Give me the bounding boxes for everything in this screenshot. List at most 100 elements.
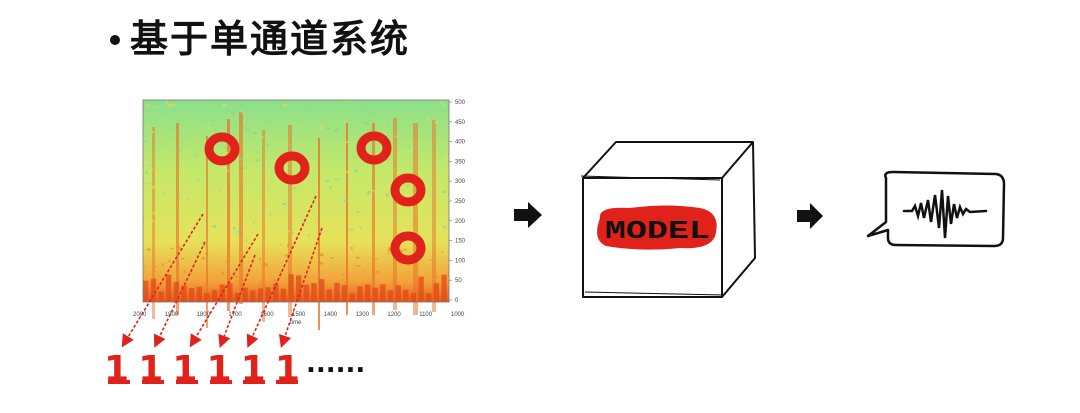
circle-marker-icon: [356, 131, 392, 165]
spectrogram-speckle: [177, 215, 181, 218]
spectrogram-speckle: [169, 160, 172, 163]
spectrogram-speckle: [239, 157, 243, 160]
spectrogram-speckle: [306, 110, 310, 112]
spectrogram-speckle: [321, 165, 325, 167]
cube-top-face: [582, 141, 754, 179]
spectrogram-energy-bar: [303, 284, 309, 302]
spectrogram-speckle: [367, 190, 371, 194]
spectrogram-speckle: [210, 189, 213, 191]
spectrogram-stripe: [393, 118, 397, 310]
spectrogram-speckle: [351, 135, 353, 137]
spectrogram-speckle: [379, 112, 381, 114]
spectrogram-speckle: [386, 193, 389, 197]
spectrogram-speckle: [225, 151, 229, 154]
spectrogram-speckle: [215, 275, 218, 278]
spectrogram-speckle: [443, 226, 447, 229]
spectrogram-speckle: [385, 285, 387, 287]
spectrogram-speckle: [325, 179, 329, 183]
spectrogram-speckle: [187, 198, 189, 200]
model-label-highlight: [597, 205, 717, 250]
spectrogram-speckle: [264, 201, 267, 203]
spectrogram-speckle: [358, 234, 360, 237]
x-tick-label: 2000: [133, 312, 147, 318]
y-tick-label: 450: [455, 120, 466, 126]
spectrogram-speckle: [407, 263, 410, 267]
label-arrow: [189, 233, 259, 348]
spectrogram-speckle: [320, 126, 324, 130]
spectrogram-speckle: [167, 104, 171, 107]
spectrogram-speckle: [143, 266, 146, 268]
spectrogram-speckle: [290, 191, 292, 194]
spectrogram-speckle: [374, 258, 378, 260]
spectrogram-speckle: [329, 185, 332, 189]
spectrogram-speckle: [260, 136, 264, 139]
spectrogram-energy-bar: [204, 293, 210, 302]
spectrogram-energy-bar: [265, 287, 271, 302]
spectrogram-speckle: [233, 227, 236, 230]
spectrogram-energy-bar: [349, 293, 355, 302]
spectrogram-speckle: [351, 218, 353, 221]
spectrogram-speckle: [279, 271, 282, 274]
y-tick-label: 0: [455, 298, 459, 304]
spectrogram-energy-bar: [196, 286, 202, 302]
circle-marker-icon: [390, 231, 426, 265]
spectrogram-speckle: [167, 128, 170, 131]
label-arrows: [121, 195, 323, 349]
spectrogram-speckle: [178, 246, 181, 250]
spectrogram-speckle: [394, 218, 398, 221]
spectrogram-speckle: [443, 185, 448, 188]
spectrogram-speckle: [413, 147, 416, 149]
x-tick-label: 1400: [324, 312, 338, 318]
spectrogram-speckle: [345, 170, 349, 173]
spectrogram-speckle: [184, 132, 186, 135]
circle-markers: [204, 131, 426, 265]
spectrogram-speckle: [319, 262, 324, 265]
spectrogram-speckle: [231, 289, 235, 291]
spectrogram-speckle: [164, 144, 167, 147]
spectrogram-speckle: [177, 193, 180, 196]
spectrogram-stripe: [318, 138, 320, 330]
spectrogram-speckle: [407, 133, 409, 136]
x-tick-label: 1300: [356, 312, 370, 318]
spectrogram-energy-bar: [441, 274, 447, 302]
spectrogram-speckle: [265, 144, 268, 146]
spectrogram-speckle: [427, 117, 431, 121]
spectrogram-speckle: [272, 239, 277, 241]
spectrogram-energy-bar: [188, 288, 195, 302]
spectrogram-speckle: [188, 158, 191, 160]
x-tick-label: 1800: [197, 312, 211, 318]
spectrogram-speckle: [178, 153, 183, 156]
spectrogram-speckle: [327, 127, 331, 130]
spectrogram-stripe: [239, 112, 243, 304]
spectrogram-speckle: [203, 286, 207, 289]
spectrogram-speckle: [158, 275, 161, 277]
spectrogram-energy-bar: [250, 290, 256, 302]
spectrogram-speckle: [363, 269, 365, 272]
spectrogram-speckle: [151, 212, 155, 215]
spectrogram-speckle: [439, 101, 441, 104]
spectrogram-stripe: [432, 120, 436, 312]
spectrogram-energy-bar: [150, 278, 157, 302]
spectrogram-speckle: [162, 170, 165, 173]
spectrogram-speckle: [255, 159, 260, 162]
spectrogram-speckle: [239, 282, 242, 284]
spectrogram-speckle: [153, 265, 158, 268]
spectrogram-speckle: [255, 151, 259, 153]
spectrogram-speckle: [162, 263, 164, 267]
spectrogram-speckle: [193, 137, 197, 139]
slide-title: 基于单通道系统: [130, 17, 411, 61]
spectrogram-speckle: [246, 128, 249, 132]
spectrogram-speckle: [316, 286, 320, 289]
spectrogram-speckle: [344, 100, 347, 103]
spectrogram-speckle: [185, 132, 187, 135]
spectrogram-speckle: [330, 257, 334, 259]
y-tick-label: 300: [455, 179, 466, 185]
spectrogram-speckle: [244, 166, 247, 169]
spectrogram-speckle: [146, 248, 151, 251]
spectrogram-speckle: [259, 285, 261, 288]
spectrogram-speckle: [369, 230, 373, 234]
spectrogram-speckle: [212, 225, 217, 228]
spectrogram-speckle: [189, 272, 192, 274]
spectrogram-speckle: [227, 168, 230, 172]
spectrogram-speckle: [282, 202, 287, 206]
